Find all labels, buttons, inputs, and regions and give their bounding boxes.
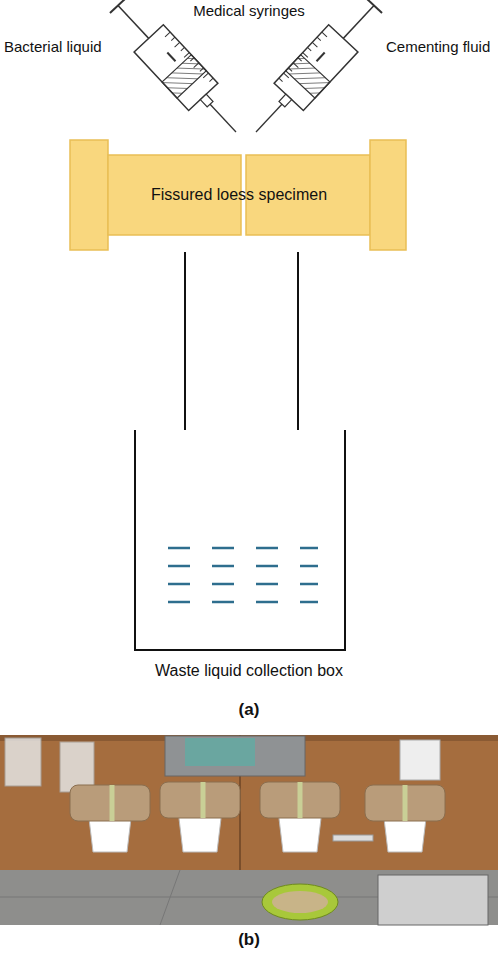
specimen-box: Fissured loess specimen bbox=[108, 155, 370, 235]
panel-label: (b) bbox=[238, 930, 260, 950]
node-text: Waste liquid collection box bbox=[155, 662, 343, 680]
part-label: Cementing fluid bbox=[386, 38, 490, 55]
liquid bbox=[168, 548, 318, 602]
syringe-left bbox=[103, 0, 250, 146]
node-text: Fissured loess specimen bbox=[151, 186, 327, 204]
waste-box bbox=[135, 252, 345, 650]
panel-label: (a) bbox=[239, 700, 260, 720]
part-label: Medical syringes bbox=[193, 2, 305, 19]
part-label: Bacterial liquid bbox=[4, 38, 102, 55]
photo bbox=[0, 735, 498, 925]
loess-specimen bbox=[70, 140, 406, 250]
collection-box: Waste liquid collection box bbox=[0, 658, 498, 684]
syringe-right bbox=[241, 0, 388, 146]
